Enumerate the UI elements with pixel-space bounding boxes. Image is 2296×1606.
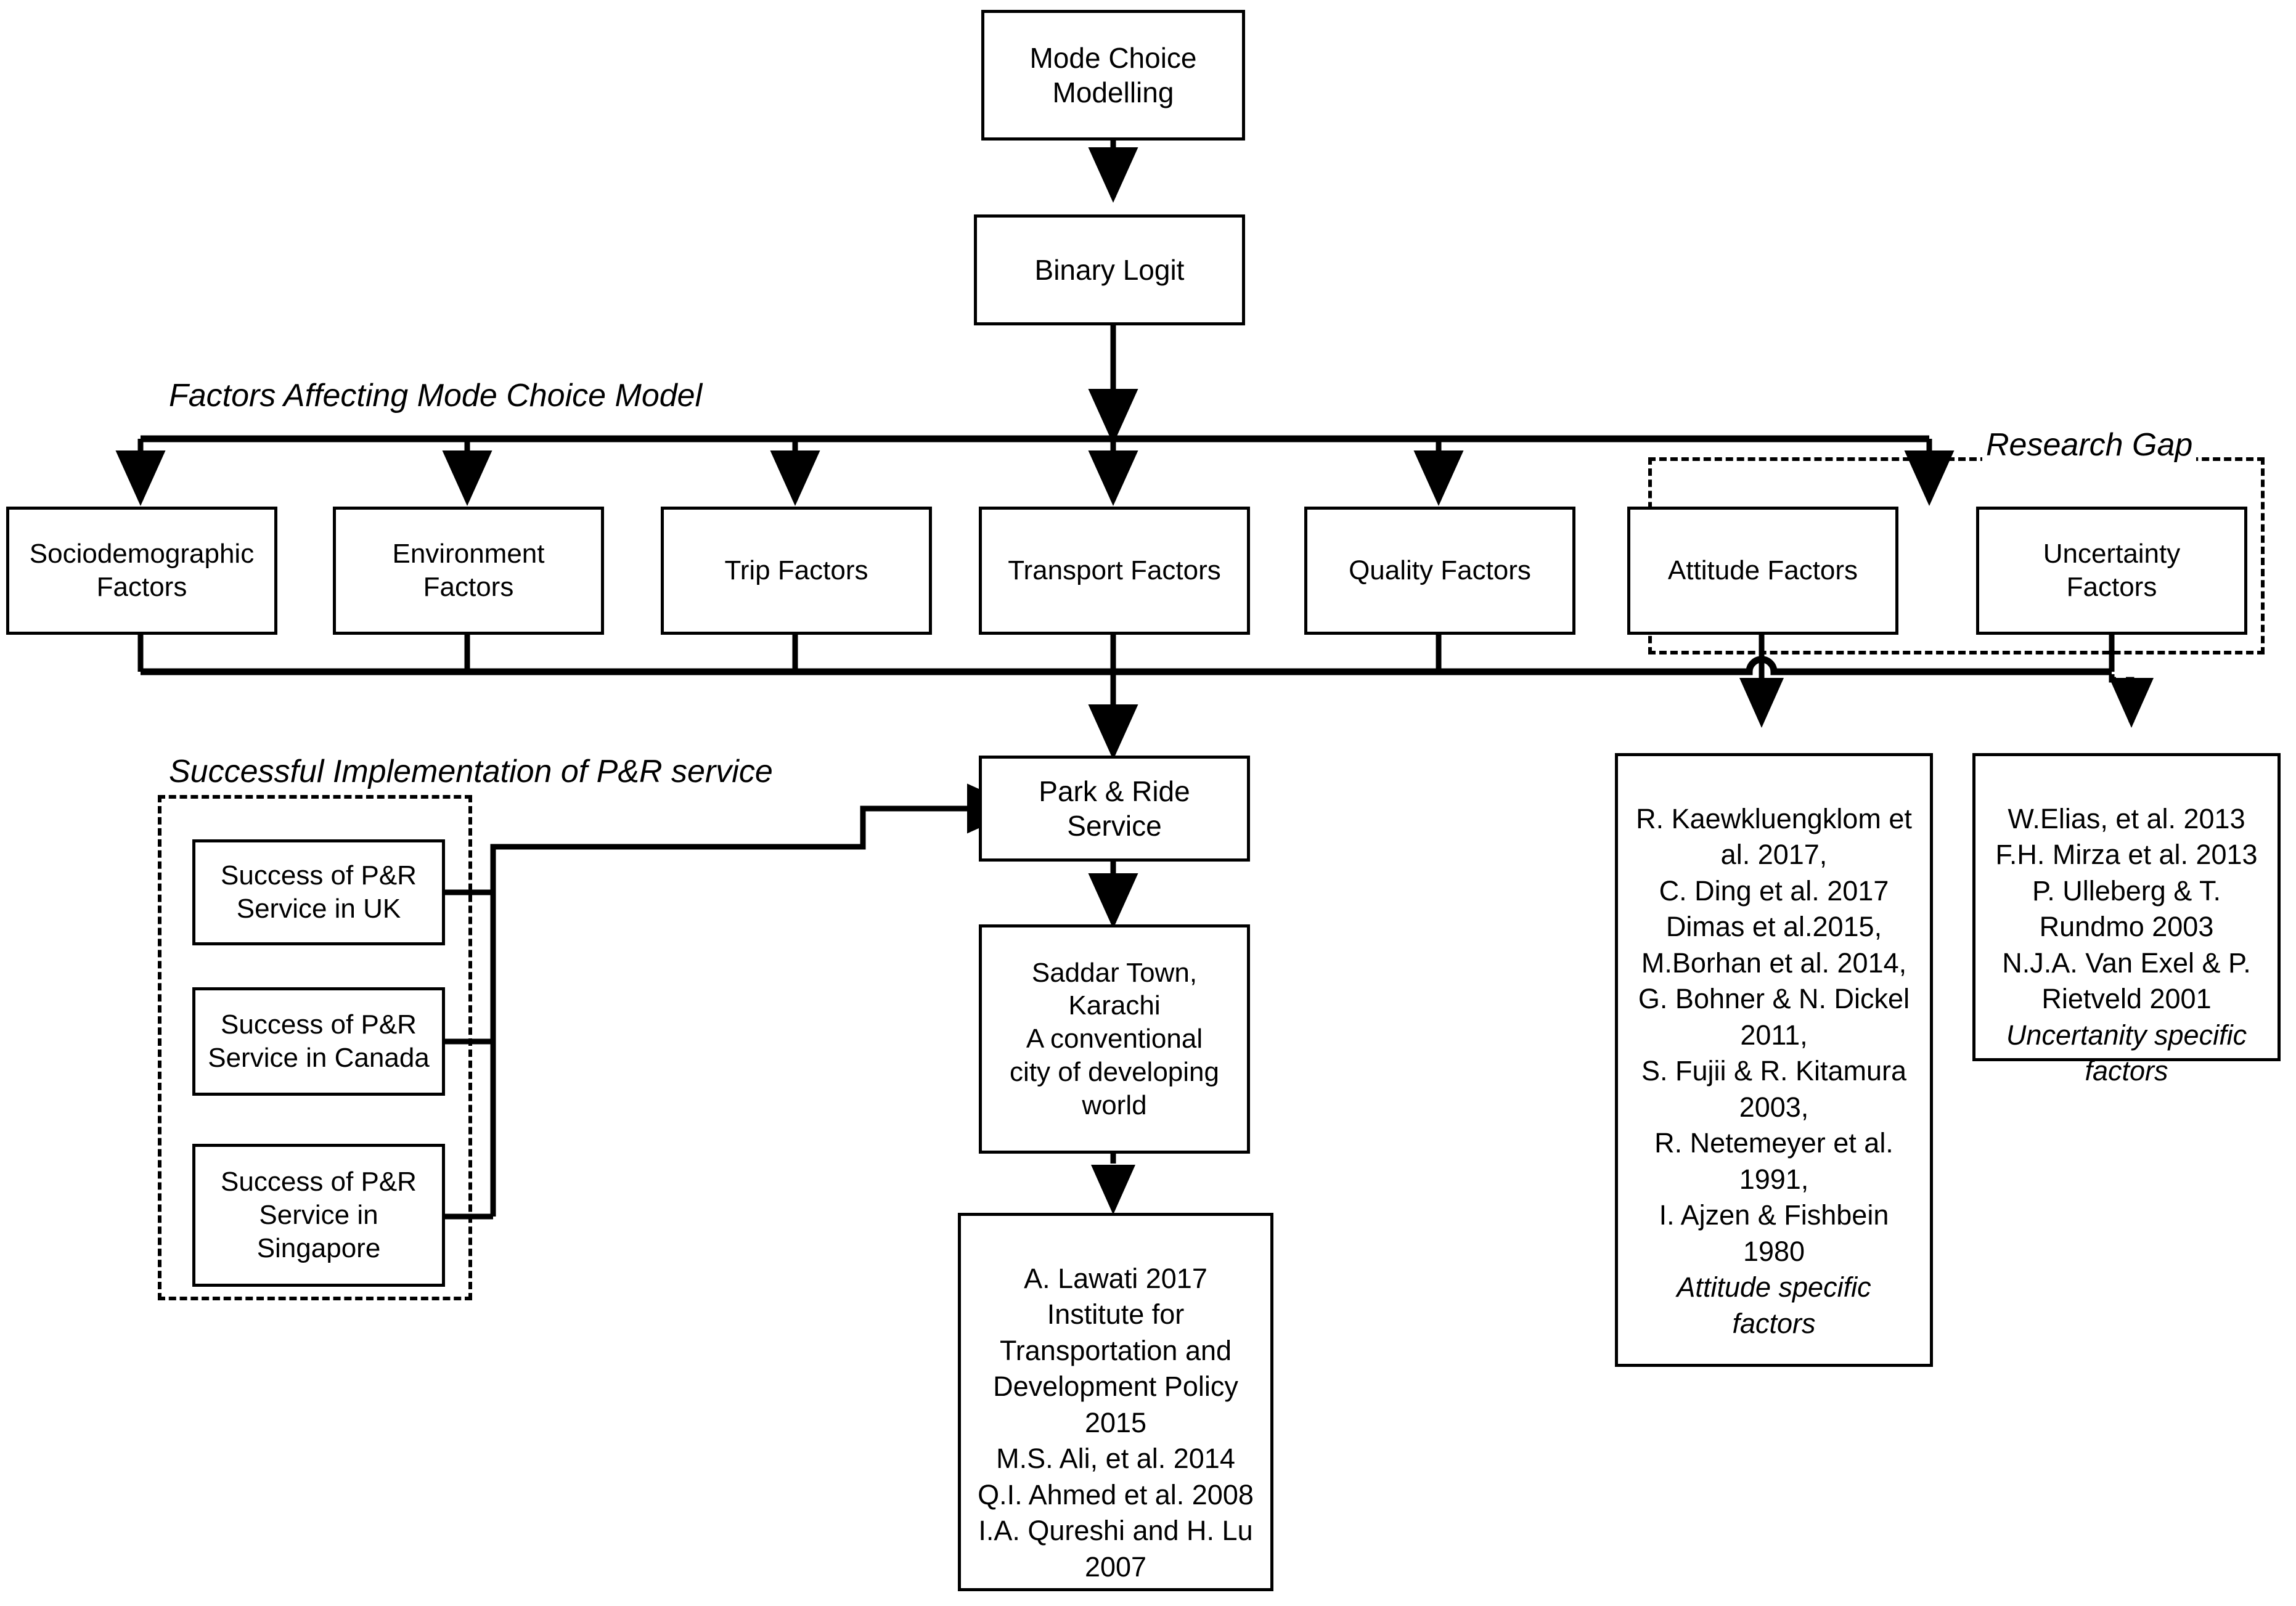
node-saddar-town-karachi[interactable]: Saddar Town, Karachi A conventional city… [979,924,1250,1154]
reference-box-uncertainty: W.Elias, et al. 2013 F.H. Mirza et al. 2… [1972,753,2281,1086]
node-mode-choice-modelling[interactable]: Mode Choice Modelling [981,10,1245,141]
node-factor-sociodemographic[interactable]: Sociodemographic Factors [6,507,277,635]
node-factor-trip[interactable]: Trip Factors [661,507,932,635]
node-factor-attitude[interactable]: Attitude Factors [1627,507,1898,635]
node-factor-transport[interactable]: Transport Factors [979,507,1250,635]
group-title-successful-implementation: Successful Implementation of P&R service [165,753,777,790]
reference-tail-attitude: Attitude specific factors [1677,1271,1871,1339]
reference-list-park-ride: A. Lawati 2017 Institute for Transportat… [978,1262,1254,1583]
node-pr-success-canada[interactable]: Success of P&R Service in Canada [192,987,445,1096]
wire-collection-bus [141,656,2112,675]
node-factor-uncertainty[interactable]: Uncertainty Factors [1976,507,2247,635]
node-pr-success-singapore[interactable]: Success of P&R Service in Singapore [192,1144,445,1287]
node-binary-logit[interactable]: Binary Logit [974,214,1245,325]
group-title-research-gap: Research Gap [1982,426,2197,463]
reference-box-park-ride: A. Lawati 2017 Institute for Transportat… [958,1213,1273,1591]
group-title-factors-affecting: Factors Affecting Mode Choice Model [165,377,706,414]
node-factor-quality[interactable]: Quality Factors [1304,507,1575,635]
node-pr-success-uk[interactable]: Success of P&R Service in UK [192,839,445,945]
reference-box-attitude: R. Kaewkluengklom et al. 2017, C. Ding e… [1615,753,1933,1367]
wire-pr-merge-to-parkride [490,783,1023,892]
successful-implementation-group [158,795,472,1300]
reference-list-uncertainty: W.Elias, et al. 2013 F.H. Mirza et al. 2… [1995,802,2258,1015]
node-factor-environment[interactable]: Environment Factors [333,507,604,635]
reference-list-attitude: R. Kaewkluengklom et al. 2017, C. Ding e… [1636,802,1912,1267]
reference-tail-uncertainty: Uncertanity specific factors [2006,1019,2247,1087]
node-park-and-ride-service[interactable]: Park & Ride Service [979,756,1250,862]
